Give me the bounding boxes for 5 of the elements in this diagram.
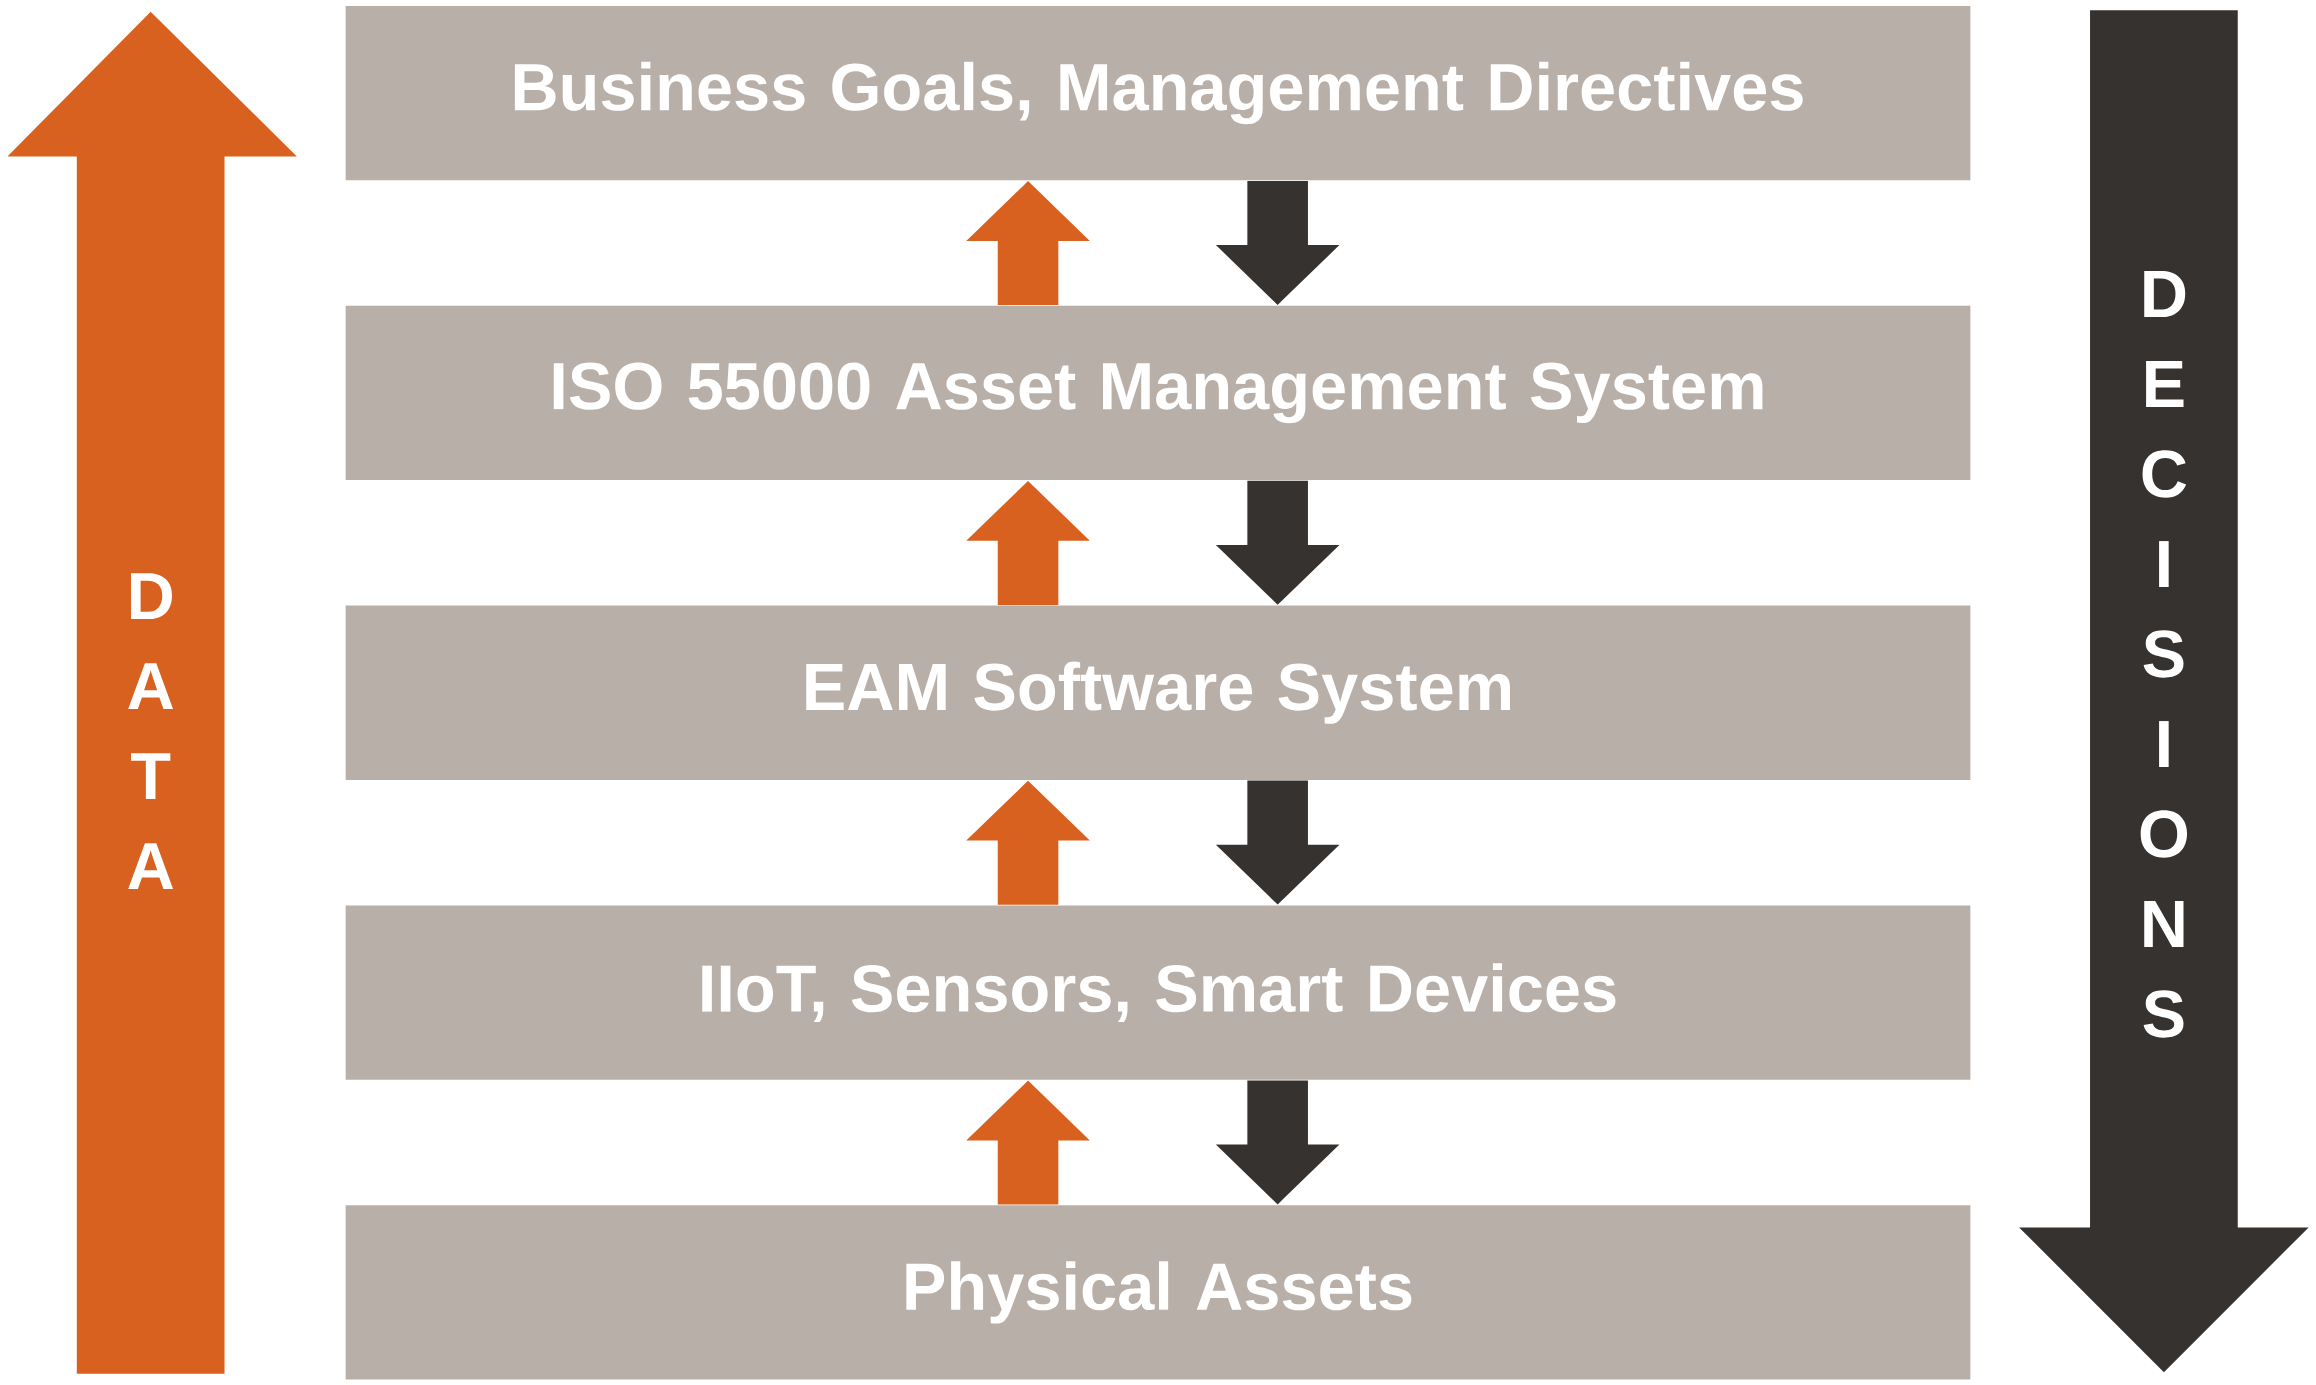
layer-box: Business Goals, Management Directives	[345, 5, 1971, 180]
layer-box: IIoT, Sensors, Smart Devices	[345, 905, 1971, 1080]
layer-box: ISO 55000 Asset Management System	[345, 305, 1971, 480]
layer-box: Physical Assets	[345, 1205, 1971, 1380]
layer-box: EAM Software System	[345, 605, 1971, 780]
